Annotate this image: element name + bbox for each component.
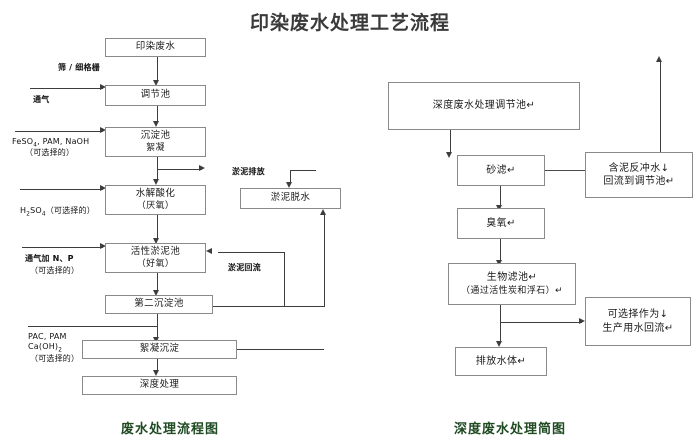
- node-label: 絮凝沉淀: [139, 343, 180, 355]
- arrowhead-right: [100, 127, 106, 134]
- node-label: 淤泥脱水: [270, 192, 311, 204]
- node-sublabel: 生产用水回流↵: [602, 322, 674, 334]
- connector-aeration-np-in: [22, 247, 103, 248]
- node-activated-sludge-tank: 活性淤泥池 （好氧）: [105, 243, 206, 273]
- arrowhead-right: [100, 185, 106, 192]
- label-feso4-line1: FeSO4, PAM, NaOH: [12, 137, 90, 149]
- label-sludge-return: 淤泥回流: [228, 263, 261, 272]
- arrowhead-up: [320, 209, 327, 215]
- arrowhead-right: [100, 243, 106, 250]
- connector-coagulation-to-advanced: [157, 359, 158, 372]
- arrowhead-down: [153, 290, 160, 296]
- label-aeration: 通气: [33, 95, 50, 104]
- node-label: 印染废水: [135, 41, 176, 53]
- node-label: 砂滤↵: [486, 164, 516, 176]
- node-label: 生物滤池↵: [486, 272, 538, 284]
- connector-sludge-out: [157, 169, 202, 170]
- label-pac-line3: （可选择的）: [30, 354, 80, 363]
- node-discharge-water-body: 排放水体↵: [455, 347, 547, 376]
- label-pac-line1: PAC, PAM: [28, 332, 67, 341]
- node-production-water-reuse: 可选择作为↓ 生产用水回流↵: [585, 297, 691, 346]
- connector-ozone-to-biofilter: [500, 239, 501, 262]
- node-regulating-tank: 调节池: [105, 85, 206, 106]
- label-h2so4: H2SO4（可选择的）: [20, 206, 95, 218]
- arrowhead-up: [656, 56, 663, 62]
- arrowhead-right: [199, 165, 205, 172]
- node-sedimentation-tank: 沉淀池 絮凝: [105, 127, 206, 157]
- connector-second-sed-down: [157, 314, 158, 339]
- label-pac-line2: Ca(OH)2: [28, 342, 63, 354]
- connector-sand-to-ozone: [500, 186, 501, 207]
- node-coagulation-sedimentation: 絮凝沉淀: [82, 340, 237, 359]
- connector-second-sed-to-far-right: [213, 306, 325, 307]
- page-title: 印染废水处理工艺流程: [249, 12, 450, 34]
- connector-sludge-return-riser: [284, 252, 285, 307]
- node-label: 调节池: [140, 89, 171, 101]
- arrowhead-left: [206, 248, 212, 255]
- node-label: 可选择作为↓: [607, 309, 669, 320]
- node-label: 排放水体↵: [475, 355, 527, 367]
- node-sublabel: （好氧）: [136, 259, 175, 270]
- label-feso4-line2: （可选择的）: [25, 148, 75, 157]
- arrowhead-down: [153, 179, 160, 185]
- connector-sludge-to-second-sed: [157, 273, 158, 292]
- node-sublabel: （厌氧）: [136, 201, 175, 212]
- node-label: 含泥反冲水↓: [608, 162, 670, 174]
- connector-coagulation-right: [237, 349, 324, 350]
- caption-left: 废水处理流程图: [120, 422, 219, 437]
- connector-aeration-in: [30, 88, 103, 89]
- node-dyeing-wastewater: 印染废水: [105, 38, 206, 57]
- connector-h2so4-in: [20, 189, 103, 190]
- arrowhead-right: [100, 84, 106, 91]
- connector-biofilter-down: [500, 305, 501, 343]
- node-advanced-regulating-tank: 深度废水处理调节池↵: [388, 82, 580, 130]
- connector-hydrolysis-to-sludge: [157, 215, 158, 240]
- node-sand-filter: 砂滤↵: [457, 155, 545, 186]
- connector-feso4-in: [15, 131, 103, 132]
- node-muddy-backwash: 含泥反冲水↓ 回流到调节池↵: [585, 152, 693, 198]
- node-label: 臭氧↵: [486, 217, 516, 229]
- node-label: 水解酸化: [135, 187, 176, 199]
- connector-biofilter-to-reuse: [500, 322, 582, 323]
- label-screen-fine-grating: 筛 / 细格栅: [58, 63, 100, 72]
- node-biological-filter: 生物滤池↵ （通过活性炭和浮石）↵: [448, 263, 576, 305]
- arrowhead-down: [286, 182, 293, 188]
- arrowhead-down: [446, 152, 453, 158]
- node-sublabel: 回流到调节池↵: [603, 176, 675, 187]
- node-label: 深度处理: [139, 379, 180, 391]
- node-second-sedimentation-tank: 第二沉淀池: [105, 295, 213, 314]
- arrowhead-down: [153, 121, 160, 127]
- arrowhead-down: [153, 238, 160, 244]
- connector-dewater-riser: [324, 215, 325, 307]
- node-label: 活性淤泥池: [130, 245, 181, 257]
- label-aeration-np-line1: 通气加 N、P: [25, 254, 74, 263]
- label-aeration-np-line2: （可选择的）: [30, 266, 80, 275]
- arrowhead-down: [153, 80, 160, 86]
- node-label: 沉淀池: [140, 129, 171, 141]
- connector-pac-in: [28, 326, 157, 327]
- connector-regulating-to-sand: [450, 130, 451, 154]
- connector-dewater-top-v: [290, 170, 291, 184]
- node-sludge-dewatering: 淤泥脱水: [240, 188, 341, 209]
- node-sublabel: （通过活性炭和浮石）↵: [461, 285, 563, 296]
- node-sublabel: 絮凝: [146, 143, 165, 154]
- node-label: 第二沉淀池: [134, 298, 184, 310]
- arrowhead-down: [153, 370, 160, 376]
- connector-sludge-return-h: [218, 252, 285, 253]
- caption-right: 深度废水处理简图: [453, 422, 566, 437]
- connector-dewater-top-h: [290, 170, 316, 171]
- node-label: 深度废水处理调节池↵: [432, 100, 536, 112]
- node-hydrolysis-acidification: 水解酸化 （厌氧）: [105, 185, 206, 215]
- connector-sand-to-backwash: [545, 170, 585, 171]
- node-ozone: 臭氧↵: [457, 208, 545, 239]
- connector-wastewater-to-regulating: [157, 57, 158, 82]
- connector-regulating-to-sedimentation: [157, 106, 158, 123]
- arrowhead-right: [579, 318, 585, 325]
- label-sludge-discharge: 淤泥排放: [232, 167, 265, 176]
- connector-backwash-riser: [660, 62, 661, 152]
- arrowhead-down: [496, 341, 503, 347]
- node-advanced-treatment: 深度处理: [82, 376, 237, 395]
